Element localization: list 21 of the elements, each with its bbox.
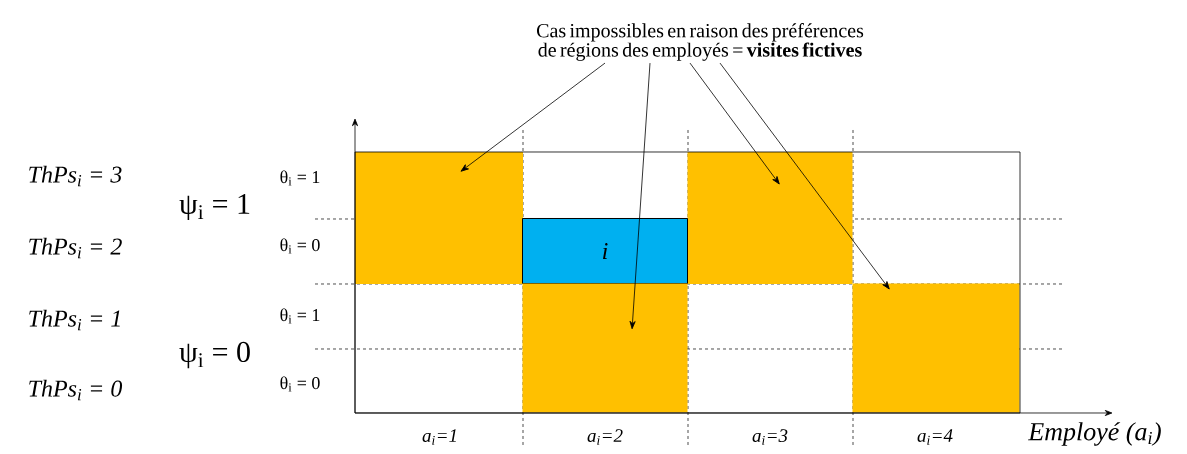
variable-label: θ$_{i}$ = 0: [280, 238, 320, 254]
row-label: ThPs$_{i}$ = 1: [29, 309, 120, 331]
leader-arrow: [629, 62, 651, 330]
highlighted-cell: [522, 283, 688, 413]
selected-cell: i: [522, 218, 688, 284]
variable-label: θ$_{i}$ = 1: [280, 308, 320, 324]
highlighted-cell: [852, 283, 1020, 413]
leader-arrow: [689, 62, 780, 185]
axis-title: Employé (a$_{i}$): [1028, 422, 1161, 446]
highlighted-cell: [687, 152, 853, 284]
callout-text: Cas impossibles en raison des préférences de régions des employés = visites fictives: [537, 23, 864, 61]
leader-arrow: [719, 62, 890, 290]
row-label: ThPs$_{i}$ = 3: [29, 165, 122, 187]
row-label: ThPs$_{i}$ = 0: [29, 379, 123, 401]
variable-label: θ$_{i}$ = 0: [280, 376, 320, 392]
group-label: ψ$_{i}$ = 0: [179, 341, 250, 369]
group-label: ψ$_{i}$ = 1: [179, 193, 250, 221]
row-label: ThPs$_{i}$ = 2: [29, 237, 122, 259]
highlighted-cell: [355, 152, 523, 284]
leader-arrow: [460, 62, 606, 172]
column-label: a$_{i}$=3: [752, 429, 788, 445]
